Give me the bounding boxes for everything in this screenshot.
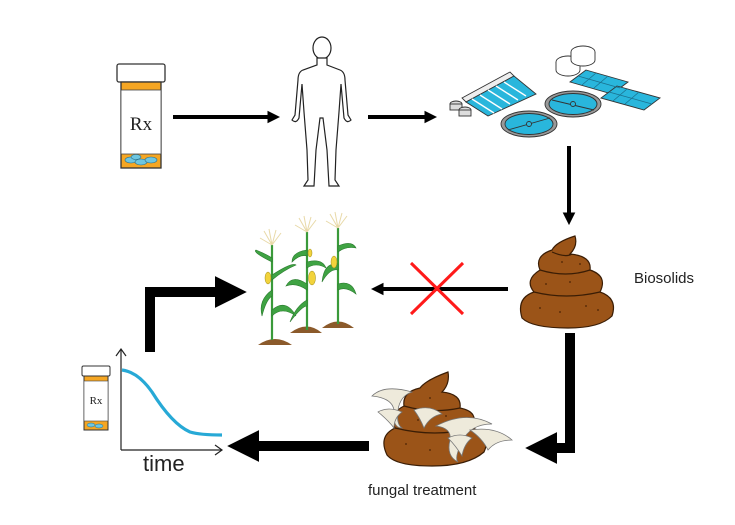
rx-small-label: Rx [90, 395, 103, 407]
rx-label: Rx [130, 114, 153, 135]
small-pill-bottle-icon: Rx [81, 365, 111, 431]
corn-crops-icon [255, 211, 357, 345]
time-axis-label: time [143, 451, 185, 476]
decay-curve [121, 368, 223, 437]
fungal-treatment-icon [371, 371, 514, 467]
biosolids-pile-icon [519, 235, 615, 329]
arrow-graph-to-crops [145, 275, 247, 352]
human-body-icon [291, 36, 352, 187]
concentration-time-graph [115, 347, 224, 456]
pill-bottle-icon: Rx [116, 63, 166, 169]
wastewater-treatment-plant-icon [449, 45, 662, 138]
fungal-treatment-label: fungal treatment [368, 482, 477, 499]
arrow-biosolids-to-fungal [525, 333, 575, 465]
biosolids-label: Biosolids [634, 270, 695, 287]
cross-icon [409, 261, 465, 316]
